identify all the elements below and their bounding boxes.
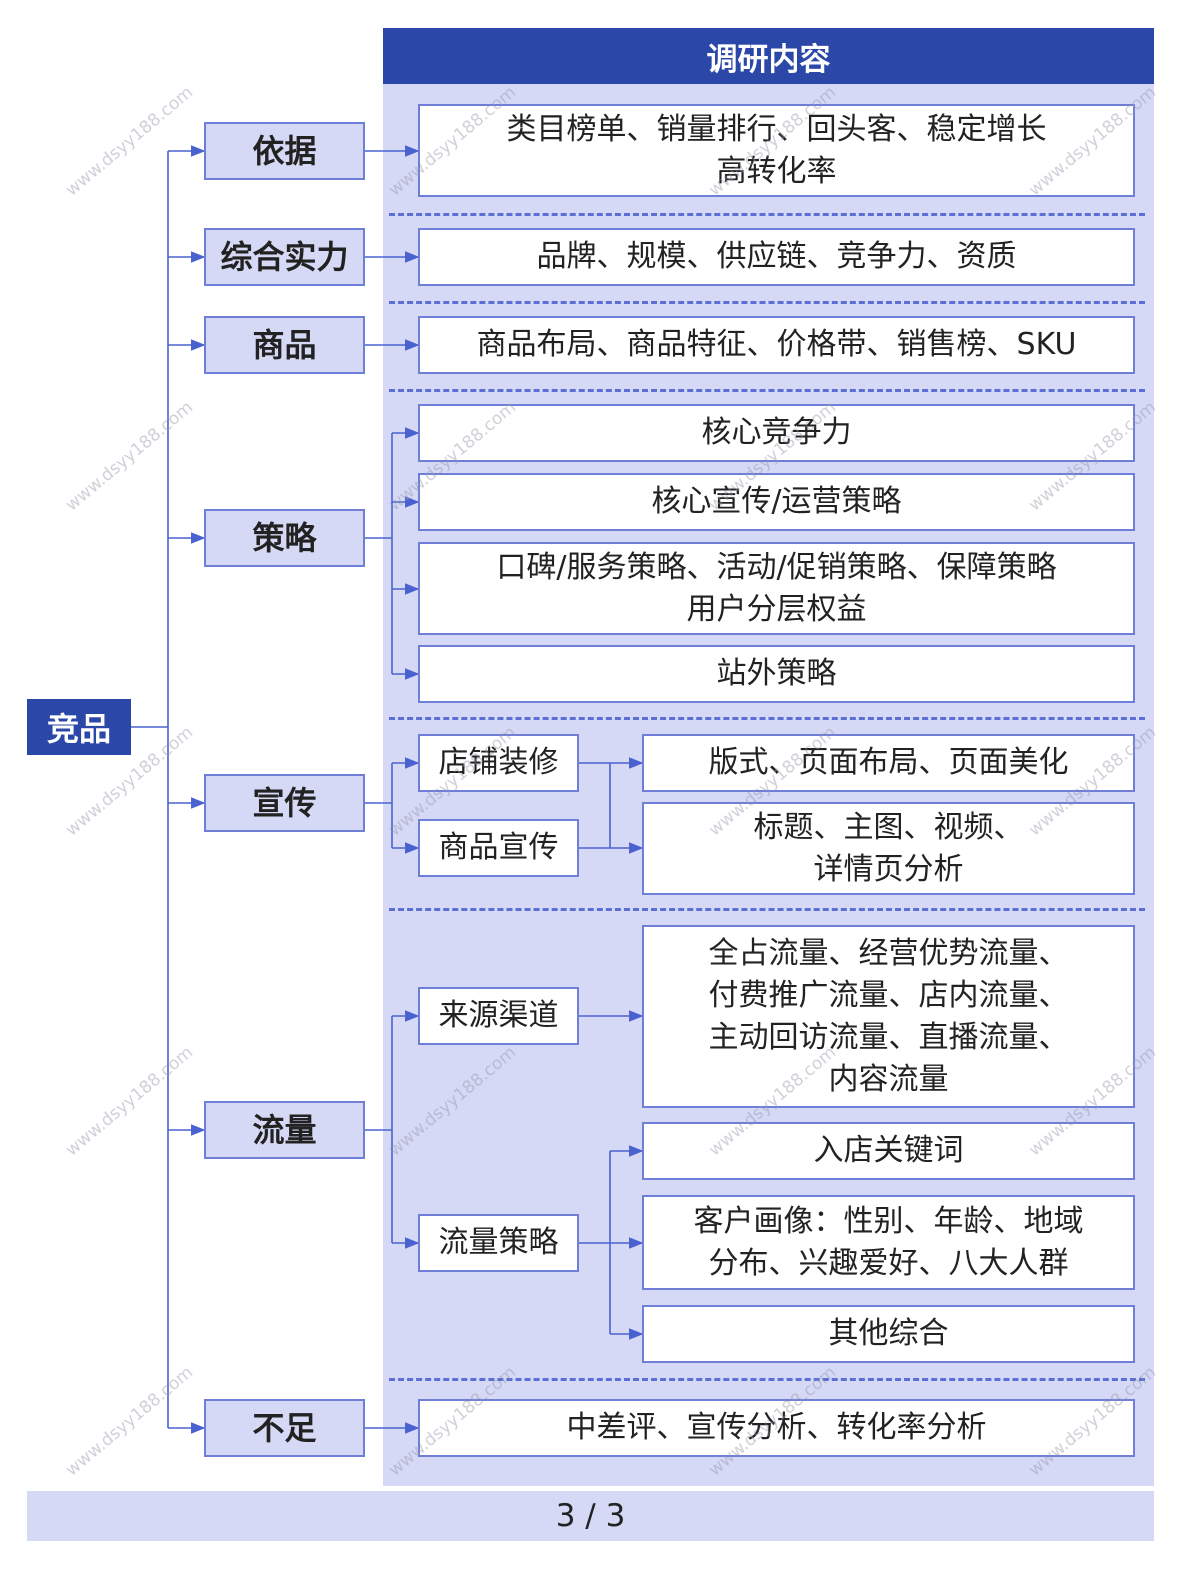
detail-line: 内容流量 [828,1061,949,1097]
category-traffic: 流量 [204,1101,365,1159]
detail-basis: 类目榜单、销量排行、回头客、稳定增长 高转化率 [418,104,1135,197]
detail-keywords: 入店关键词 [642,1122,1135,1180]
root-node: 竞品 [27,699,131,755]
category-product: 商品 [204,316,365,374]
category-strategy: 策略 [204,509,365,567]
detail-customer-profile: 客户画像：性别、年龄、地域 分布、兴趣爱好、八大人群 [642,1195,1135,1290]
category-basis: 依据 [204,122,365,180]
section-separator [389,717,1145,720]
detail-strategy-operation: 核心宣传/运营策略 [418,473,1135,531]
detail-line: 主动回访流量、直播流量、 [708,1019,1069,1055]
detail-line: 标题、主图、视频、 [753,809,1024,845]
detail-line: 类目榜单、销量排行、回头客、稳定增长 [506,111,1047,147]
detail-line: 客户画像：性别、年龄、地域 [693,1203,1084,1239]
detail-strategy-core: 核心竞争力 [418,404,1135,462]
detail-line: 详情页分析 [813,851,964,887]
section-separator [389,301,1145,304]
detail-traffic-sources: 全占流量、经营优势流量、 付费推广流量、店内流量、 主动回访流量、直播流量、 内… [642,925,1135,1108]
section-separator [389,213,1145,216]
section-separator [389,1378,1145,1381]
sub-store-decoration: 店铺装修 [418,734,579,792]
detail-strategy-service: 口碑/服务策略、活动/促销策略、保障策略 用户分层权益 [418,542,1135,635]
detail-weakness: 中差评、宣传分析、转化率分析 [418,1399,1135,1457]
detail-line: 全占流量、经营优势流量、 [708,935,1069,971]
page-indicator: 3 / 3 [27,1491,1154,1541]
detail-line: 高转化率 [716,153,837,189]
category-strength: 综合实力 [204,228,365,286]
detail-decoration: 版式、页面布局、页面美化 [642,734,1135,792]
detail-other: 其他综合 [642,1305,1135,1363]
category-promotion: 宣传 [204,774,365,832]
detail-line: 分布、兴趣爱好、八大人群 [708,1245,1069,1281]
detail-strategy-offsite: 站外策略 [418,645,1135,703]
detail-line: 付费推广流量、店内流量、 [708,977,1069,1013]
detail-line: 用户分层权益 [686,591,867,627]
detail-line: 口碑/服务策略、活动/促销策略、保障策略 [496,549,1057,585]
section-separator [389,908,1145,911]
detail-strength: 品牌、规模、供应链、竞争力、资质 [418,228,1135,286]
sub-traffic-source: 来源渠道 [418,987,579,1045]
sub-product-promotion: 商品宣传 [418,819,579,877]
section-separator [389,389,1145,392]
detail-promotion-analysis: 标题、主图、视频、 详情页分析 [642,802,1135,895]
category-weakness: 不足 [204,1399,365,1457]
panel-header: 调研内容 [383,28,1154,84]
sub-traffic-strategy: 流量策略 [418,1214,579,1272]
detail-product: 商品布局、商品特征、价格带、销售榜、SKU [418,316,1135,374]
